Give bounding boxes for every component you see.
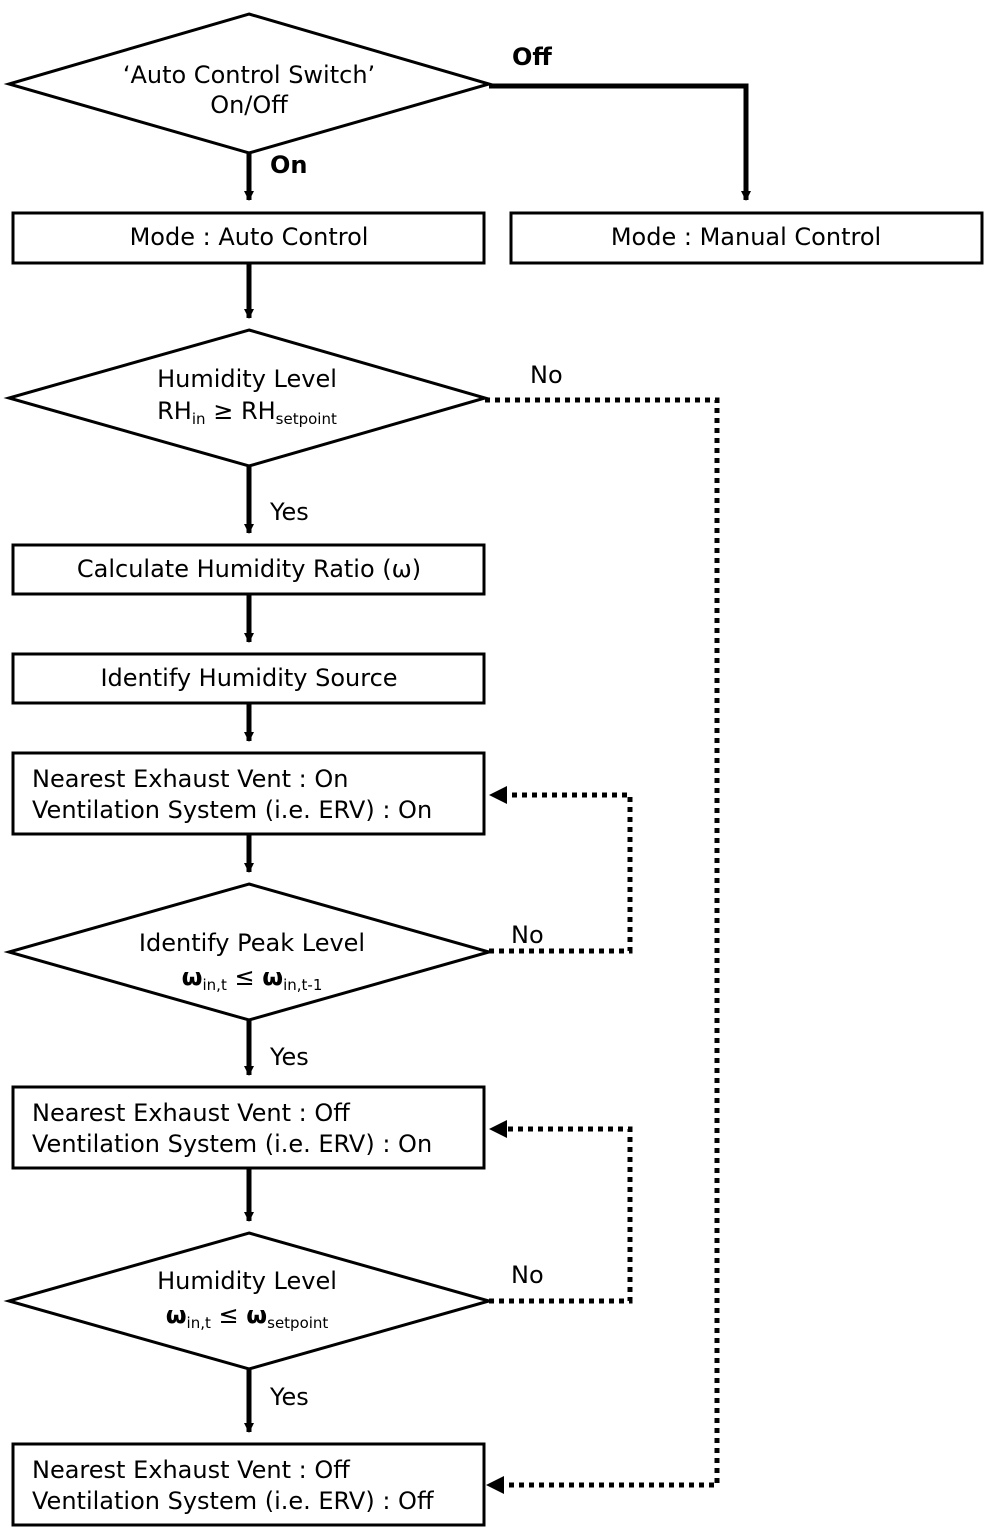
arrowhead-no-2 xyxy=(489,786,507,804)
arrow-no-1 xyxy=(485,397,720,1488)
edge-label-off: Off xyxy=(512,43,552,71)
decision-peak-title: Identify Peak Level xyxy=(138,929,366,957)
arrow-off xyxy=(489,83,751,201)
box-auto-label: Mode : Auto Control xyxy=(129,223,369,251)
arrow-no-3 xyxy=(489,1126,633,1304)
box-all-off-line2: Ventilation System (i.e. ERV) : Off xyxy=(32,1487,434,1515)
box-calc-label: Calculate Humidity Ratio (ω) xyxy=(76,555,422,583)
decision-humidity2-condition: ωin,t ≤ ωsetpoint xyxy=(165,1301,329,1332)
decision-auto-switch-line2: On/Off xyxy=(210,91,288,119)
box-vent-off-erv-on-line1: Nearest Exhaust Vent : Off xyxy=(32,1099,350,1127)
box-all-off-line1: Nearest Exhaust Vent : Off xyxy=(32,1456,350,1484)
box-manual-shape xyxy=(509,211,984,265)
box-manual-label: Mode : Manual Control xyxy=(610,223,882,251)
arrowhead-no-1 xyxy=(486,1476,504,1494)
box-identify-source-shape xyxy=(11,652,486,705)
edge-label-on: On xyxy=(270,151,308,179)
decision-auto-switch-line1: ‘Auto Control Switch’ xyxy=(122,61,376,89)
edge-label-yes-1: Yes xyxy=(270,498,309,526)
box-vent-off-erv-on-line2: Ventilation System (i.e. ERV) : On xyxy=(32,1130,433,1158)
arrowhead-no-3 xyxy=(489,1120,507,1138)
box-all-off-shape xyxy=(11,1442,486,1527)
edge-label-yes-2: Yes xyxy=(270,1043,309,1071)
decision-humidity1-title: Humidity Level xyxy=(157,365,337,393)
box-vent-on-shape xyxy=(11,751,486,836)
edge-label-no-3: No xyxy=(511,1261,544,1289)
decision-humidity1-condition: RHin ≥ RHsetpoint xyxy=(157,397,337,428)
box-vent-on-line1: Nearest Exhaust Vent : On xyxy=(32,765,349,793)
edge-label-no-1: No xyxy=(530,361,563,389)
decision-peak-condition: ωin,t ≤ ωin,t-1 xyxy=(181,963,323,994)
box-vent-off-erv-on-shape xyxy=(11,1085,486,1170)
decision-humidity2-title: Humidity Level xyxy=(157,1267,337,1295)
box-vent-on-line2: Ventilation System (i.e. ERV) : On xyxy=(32,796,433,824)
box-identify-source-label: Identify Humidity Source xyxy=(100,664,398,692)
edge-label-yes-3: Yes xyxy=(270,1383,309,1411)
arrow-no-2 xyxy=(489,792,633,954)
box-calc-shape xyxy=(11,543,486,596)
edge-label-no-2: No xyxy=(511,921,544,949)
